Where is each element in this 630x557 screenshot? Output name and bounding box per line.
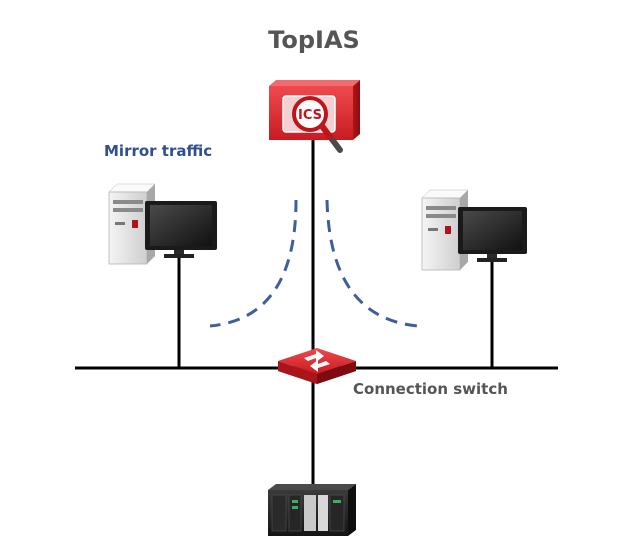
mirror-traffic-label: Mirror traffic — [104, 142, 212, 160]
switch-label: Connection switch — [353, 380, 508, 398]
computer-icon-left — [108, 183, 217, 265]
mirror-arc-left — [209, 199, 298, 328]
mirror-traffic-arcs — [209, 199, 419, 328]
diagram-title: TopIAS — [268, 26, 360, 54]
ics-appliance-icon: ICS — [269, 80, 360, 153]
plc-icon — [268, 484, 356, 536]
mirror-arc-right — [325, 199, 419, 328]
computer-icon-right — [421, 189, 527, 271]
appliance-badge: ICS — [298, 108, 322, 123]
switch-icon — [278, 348, 356, 384]
